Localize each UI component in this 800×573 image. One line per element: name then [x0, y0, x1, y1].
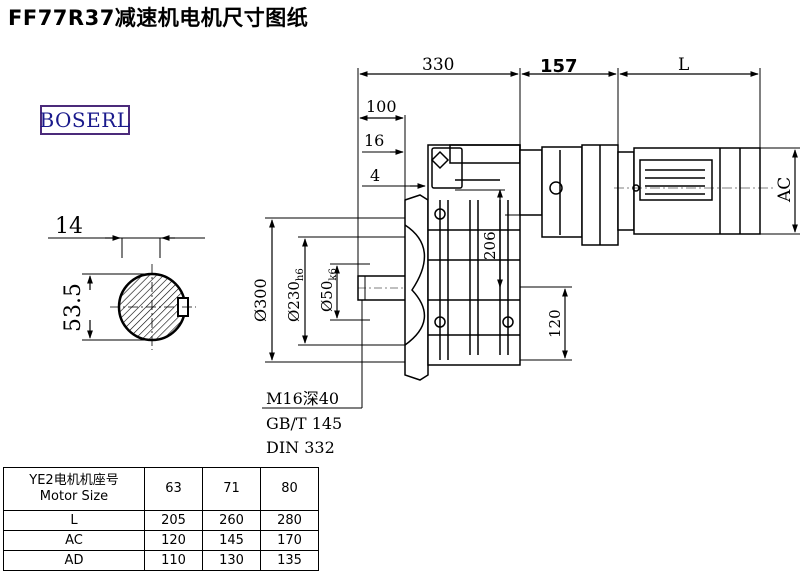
left-dimensions: Ø300 Ø230h6 Ø50k6 [251, 217, 430, 363]
row-label: AD [3, 550, 145, 571]
shaft-section-view: 14 53.5 [48, 214, 205, 350]
table-row: L 205 260 280 [3, 510, 319, 531]
dim-300: Ø300 [251, 278, 270, 322]
row-label: L [3, 510, 145, 531]
shaft-notes: M16深40 GB/T 145 DIN 332 [262, 300, 363, 457]
note-standard-din: DIN 332 [266, 438, 335, 457]
note-standard-gb: GB/T 145 [266, 414, 342, 433]
table-row: AC 120 145 170 [3, 530, 319, 551]
gear-reducer-body [357, 144, 775, 381]
table-cell: 170 [260, 530, 319, 551]
dim-16: 16 [364, 131, 384, 150]
dim-120: 120 [546, 309, 564, 338]
dim-230: Ø230h6 [285, 268, 306, 322]
table-cell: 205 [144, 510, 203, 531]
dim-157: 157 [540, 56, 578, 77]
dim-4: 4 [370, 166, 380, 185]
dim-L: L [678, 55, 689, 75]
table-cell: 145 [202, 530, 261, 551]
table-header-size: 80 [260, 467, 319, 511]
page-title: FF77R37减速机电机尺寸图纸 [8, 6, 309, 30]
table-header-size: 71 [202, 467, 261, 511]
dim-shaft-height: 53.5 [61, 283, 86, 332]
table-cell: 120 [144, 530, 203, 551]
note-thread: M16深40 [266, 389, 339, 408]
table-header-size: 63 [144, 467, 203, 511]
right-dimensions: 206 120 AC [455, 147, 800, 361]
dim-50: Ø50k6 [318, 268, 339, 312]
table-row: AD 110 130 135 [3, 550, 319, 571]
dim-100: 100 [366, 97, 397, 116]
table-cell: 135 [260, 550, 319, 571]
table-cell: 130 [202, 550, 261, 571]
brand-logo: BOSERL [39, 105, 130, 135]
table-header-label: YE2电机机座号 Motor Size [3, 467, 145, 511]
table-cell: 110 [144, 550, 203, 571]
table-cell: 260 [202, 510, 261, 531]
dim-330: 330 [422, 55, 454, 75]
table-cell: 280 [260, 510, 319, 531]
row-label: AC [3, 530, 145, 551]
dim-206: 206 [481, 231, 499, 260]
top-dimensions: 330 157 L 100 16 4 [357, 55, 761, 290]
table-header-row: YE2电机机座号 Motor Size 63 71 80 [3, 467, 319, 511]
motor-size-table: YE2电机机座号 Motor Size 63 71 80 L 205 260 2… [3, 467, 319, 571]
dim-AC: AC [775, 177, 795, 203]
dim-key-width: 14 [55, 214, 83, 239]
